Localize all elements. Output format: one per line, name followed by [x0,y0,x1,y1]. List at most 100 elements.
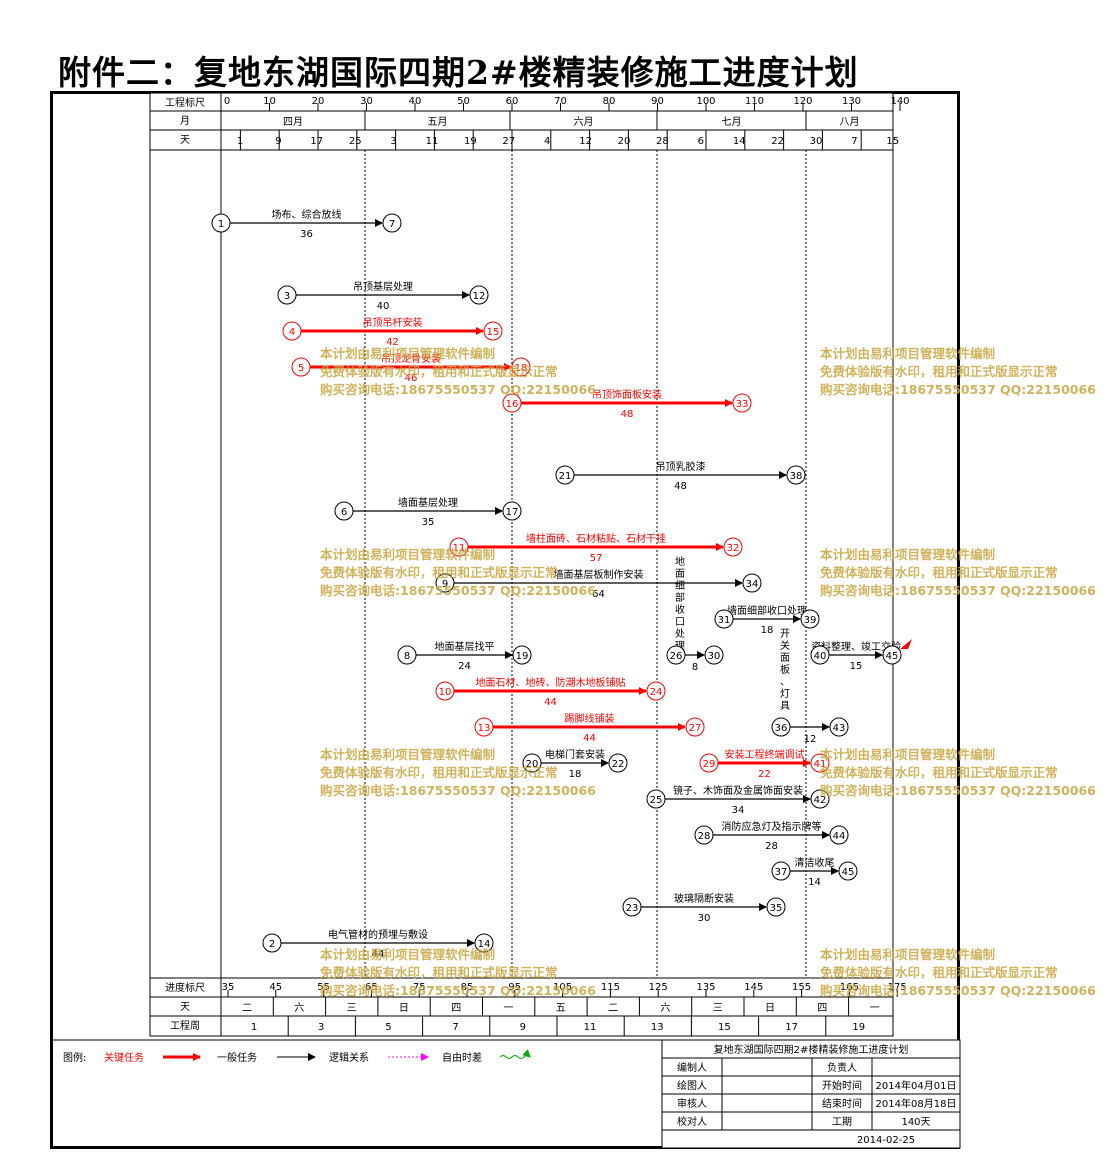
info-key: 结束时间 [822,1097,862,1110]
scale-tick-label: 50 [457,96,470,107]
event-number: 43 [833,723,846,734]
event-node [502,393,522,413]
task-duration: 34 [732,805,745,816]
day-label: 19 [464,136,477,147]
task-name: 吊顶基层处理 [353,280,413,293]
task-name-char: 关 [780,639,790,652]
watermark-line: 本计划由易利项目管理软件编制 [820,947,995,962]
finish-flag [900,639,912,649]
event-node [810,753,830,773]
event-number: 41 [814,759,827,770]
scale-tick-label: 40 [409,96,422,107]
event-number: 25 [650,795,663,806]
scale-tick-label: 110 [745,96,764,107]
event-number: 32 [727,543,740,554]
event-number: 42 [814,795,827,806]
event-number: 31 [718,615,731,626]
day-row-label: 天 [180,135,190,146]
event-number: 21 [559,471,572,482]
task-name: 吊顶吊杆安装 [363,316,423,329]
event-node [334,501,354,521]
info-key: 校对人 [677,1115,707,1128]
event-node [704,645,724,665]
scale-tick-label: 60 [506,96,519,107]
day-label: 15 [886,136,899,147]
event-number: 16 [506,399,519,410]
watermark-line: 本计划由易利项目管理软件编制 [820,547,995,562]
day-label: 12 [579,136,592,147]
event-node [277,285,297,305]
watermark-line: 本计划由易利项目管理软件编制 [820,346,995,361]
progress-tick-label: 135 [696,982,715,993]
event-number: 13 [478,723,491,734]
task-duration: 15 [850,661,863,672]
legend-critical-label: 关键任务 [104,1051,144,1064]
task-duration: 14 [808,877,821,888]
legend-float-label: 自由时差 [442,1051,482,1064]
day-label: 7 [851,136,857,147]
task-name-char: 面 [780,653,790,664]
scale-tick-label: 80 [603,96,616,107]
event-node [771,861,791,881]
event-node [882,645,902,665]
progress-tick-label: 175 [888,982,907,993]
progress-tick-label: 125 [649,982,668,993]
task-name-char: 开 [780,629,790,640]
footer-row [149,1015,894,1037]
event-number: 7 [389,219,395,230]
event-number: 18 [515,363,528,374]
task-name: 资料整理、竣工交验 [811,640,901,653]
task-name-char: 收 [675,603,685,616]
page-title: 附件二：复地东湖国际四期2#楼精装修施工进度计划 [58,53,859,92]
weekday-label: 四 [817,1003,827,1014]
event-node [666,645,686,665]
event-node [555,465,575,485]
event-number: 29 [703,759,716,770]
weekday-label: 一 [504,1003,514,1014]
watermark-line: 免费体验版有水印，租用和正式版显示正常 [820,565,1058,580]
scale-tick-label: 90 [651,96,664,107]
watermark-line: 免费体验版有水印，租用和正式版显示正常 [320,364,558,379]
day-label: 14 [733,136,746,147]
event-node [646,681,666,701]
legend-normal-label: 一般任务 [217,1051,257,1064]
week-row-label: 工程周 [170,1020,200,1032]
progress-tick-label: 145 [744,982,763,993]
scale-tick-label: 20 [312,96,325,107]
watermark-line: 购买咨询电话:18675550537 QQ:22150066 [820,583,1096,598]
watermark-line: 免费体验版有水印，租用和正式版显示正常 [320,565,558,580]
event-node [732,393,752,413]
watermark-line: 本计划由易利项目管理软件编制 [320,547,495,562]
week-label: 11 [584,1022,597,1033]
info-key: 审核人 [677,1097,707,1110]
week-label: 3 [318,1022,324,1033]
event-number: 33 [736,399,749,410]
event-number: 44 [833,831,846,842]
event-number: 26 [670,651,683,662]
progress-tick-label: 45 [269,982,282,993]
event-number: 28 [698,831,711,842]
event-node [694,825,714,845]
task-name: 场布、综合放线 [272,208,342,221]
event-node [786,465,806,485]
legend-logic-label: 逻辑关系 [329,1051,369,1064]
event-number: 2 [269,939,275,950]
task-name-char: 理 [675,640,685,652]
watermark-line: 购买咨询电话:18675550537 QQ:22150066 [820,382,1096,397]
legend-float-arrow [499,1049,531,1059]
info-value: 2014年04月01日 [876,1079,957,1092]
week-label: 17 [785,1022,798,1033]
event-node [838,861,858,881]
event-number: 15 [487,327,500,338]
weekday-row-label: 天 [180,1002,190,1013]
task-name-char: 口 [675,617,685,628]
event-number: 3 [284,291,290,302]
month-label: 五月 [428,116,448,128]
